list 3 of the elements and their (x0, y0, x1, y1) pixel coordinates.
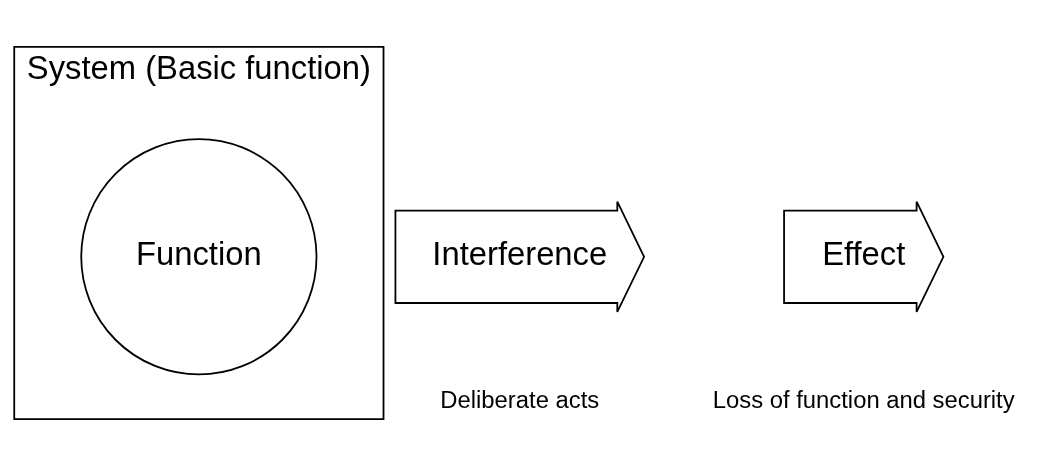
node-circle: Function (80, 138, 318, 376)
node-label: Loss of function and security (712, 386, 1015, 414)
node-label: Deliberate acts (440, 386, 600, 414)
